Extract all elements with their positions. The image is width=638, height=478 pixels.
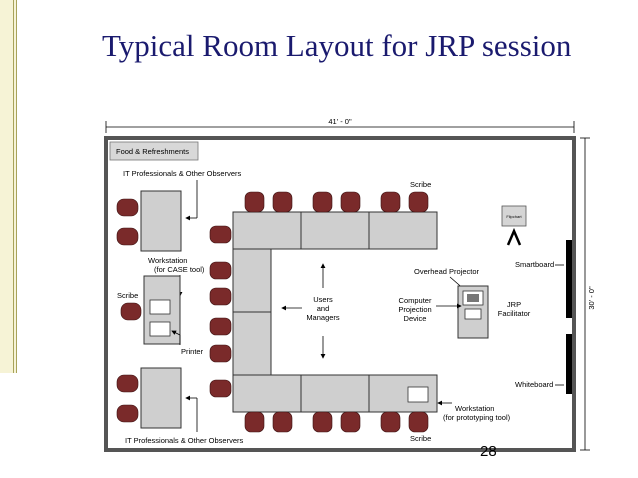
prototyping-computer-icon — [407, 386, 429, 403]
jrp-label: JRP — [507, 300, 521, 309]
workstation-case-label: Workstation — [148, 256, 187, 265]
seat — [340, 191, 361, 213]
cpd-label-3: Device — [404, 314, 427, 323]
seat — [209, 287, 232, 306]
smartboard — [566, 240, 572, 318]
printer-icon — [149, 321, 171, 337]
width-dimension-label: 41' - 0" — [328, 117, 352, 126]
seat — [209, 317, 232, 336]
observer-table-top — [140, 190, 182, 252]
u-table-top-3 — [368, 211, 438, 250]
u-table-top-1 — [232, 211, 302, 250]
seat — [408, 191, 429, 213]
seat — [116, 404, 139, 423]
height-dimension-label: 30' - 0" — [587, 286, 596, 310]
seat — [209, 344, 232, 363]
slide-left-bar-line — [13, 0, 14, 373]
seats-top-row — [244, 191, 429, 213]
overhead-projector-label: Overhead Projector — [414, 267, 480, 276]
cpd-label-2: Projection — [398, 305, 431, 314]
seat — [120, 302, 142, 321]
scribe-bottom-label: Scribe — [410, 434, 431, 443]
flipchart — [501, 205, 527, 227]
food-label: Food & Refreshments — [116, 147, 189, 156]
seat — [116, 198, 139, 217]
seat — [312, 411, 333, 433]
workstation-case-sublabel: (for CASE tool) — [154, 265, 205, 274]
seat — [244, 411, 265, 433]
seat — [116, 374, 139, 393]
observer-table-bottom — [140, 367, 182, 429]
managers-label: Managers — [306, 313, 340, 322]
printer-label: Printer — [181, 347, 204, 356]
users-label: Users — [313, 295, 333, 304]
scribe-top-label: Scribe — [410, 180, 431, 189]
seat — [116, 227, 139, 246]
u-table-left-1 — [232, 248, 272, 313]
u-table-top-2 — [300, 211, 370, 250]
u-table-left-2 — [232, 311, 272, 376]
seat — [272, 191, 293, 213]
whiteboard-label: Whiteboard — [515, 380, 553, 389]
seat — [380, 191, 401, 213]
facilitator-label: Facilitator — [498, 309, 531, 318]
smartboard-label: Smartboard — [515, 260, 554, 269]
seat — [209, 261, 232, 280]
seat — [312, 191, 333, 213]
flipchart-label: Flipchart — [506, 214, 522, 219]
it-observers-bottom-label: IT Professionals & Other Observers — [125, 436, 243, 445]
seat — [340, 411, 361, 433]
scribe-left-label: Scribe — [117, 291, 138, 300]
slide-title: Typical Room Layout for JRP session — [102, 28, 572, 63]
seat — [209, 225, 232, 244]
u-table-bottom-1 — [232, 374, 302, 413]
u-table-bottom-2 — [300, 374, 370, 413]
seat — [272, 411, 293, 433]
seats-bottom-row — [244, 411, 429, 433]
slide-left-bar — [0, 0, 17, 373]
seat — [209, 379, 232, 398]
seat — [380, 411, 401, 433]
flipchart-stand — [506, 227, 522, 246]
room-walls — [104, 136, 576, 452]
computer-icon — [149, 299, 171, 315]
workstation-proto-sublabel: (for prototyping tool) — [443, 413, 511, 422]
cpd-label-1: Computer — [399, 296, 432, 305]
food-area — [109, 141, 199, 161]
seat — [244, 191, 265, 213]
slide-number: 28 — [480, 443, 497, 460]
seat — [408, 411, 429, 433]
it-observers-top-label: IT Professionals & Other Observers — [123, 169, 241, 178]
workstation-proto-label: Workstation — [455, 404, 494, 413]
whiteboard — [566, 334, 572, 394]
seats-left-column — [209, 225, 232, 398]
users-and-label: and — [317, 304, 330, 313]
